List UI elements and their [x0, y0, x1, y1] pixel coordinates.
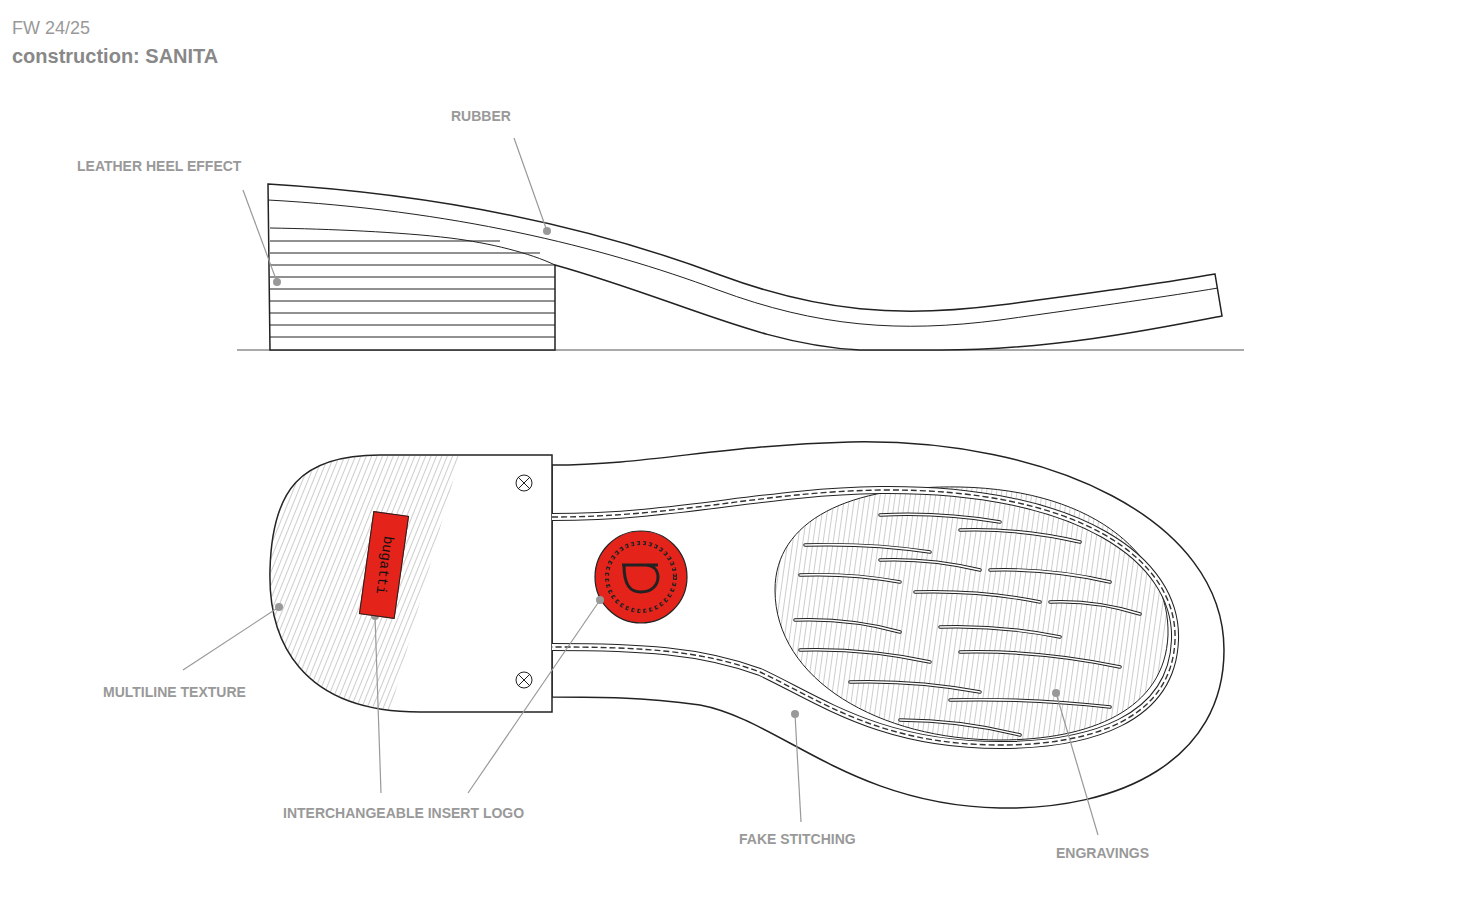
title: construction: SANITA	[12, 44, 218, 68]
part-label: RUBBER	[451, 108, 511, 124]
part-label: ENGRAVINGS	[1056, 845, 1149, 861]
bottom-view	[270, 442, 1224, 808]
part-label: MULTILINE TEXTURE	[103, 684, 246, 700]
side-view	[237, 184, 1244, 350]
season-label: FW 24/25	[12, 17, 90, 39]
part-label: FAKE STITCHING	[739, 831, 856, 847]
part-label: INTERCHANGEABLE INSERT LOGO	[283, 805, 524, 821]
part-label: LEATHER HEEL EFFECT	[77, 158, 241, 174]
leader-lines	[183, 138, 1098, 835]
logo-text: bugatti	[372, 535, 396, 595]
